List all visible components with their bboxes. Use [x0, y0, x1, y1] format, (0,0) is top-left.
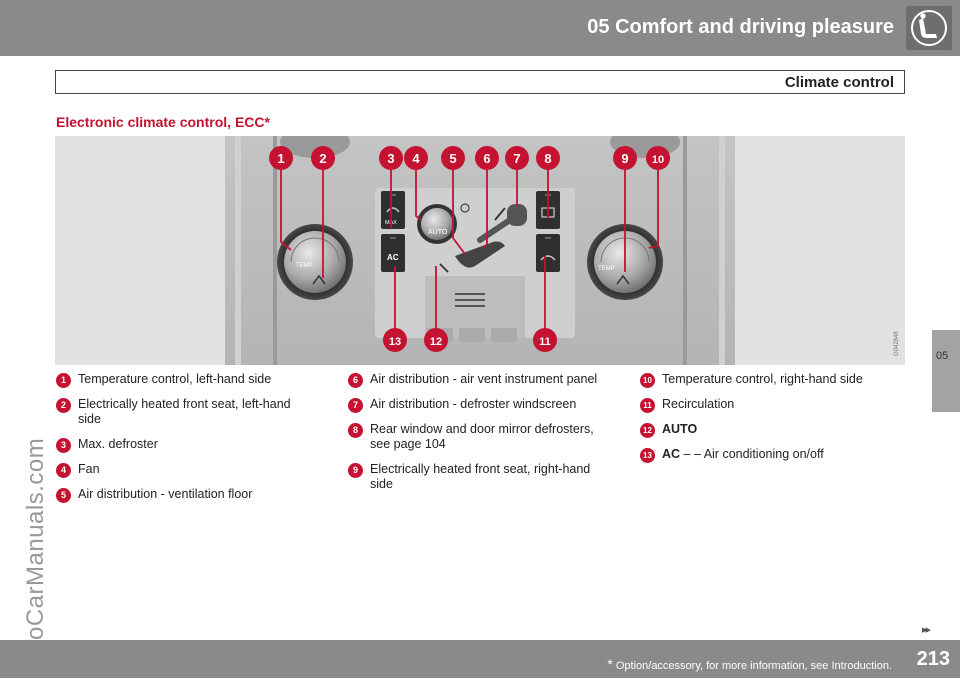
watermark: ProCarManuals.com	[22, 437, 49, 665]
temp-right-label: TEMP	[598, 266, 615, 272]
legend-text: Electrically heated front seat, left-han…	[78, 397, 291, 426]
legend-column-1: 1 Temperature control, left-hand side 2 El…	[56, 372, 316, 512]
chapter-side-tab: 05	[932, 330, 960, 412]
callout-1: 1	[277, 151, 284, 166]
seat-icon	[906, 6, 952, 50]
figure-code: G042848	[894, 331, 900, 356]
footnote: * Option/accessory, for more information…	[607, 656, 892, 672]
legend-text: Air distribution - air vent instrument p…	[370, 372, 598, 386]
legend-number: 8	[348, 423, 363, 438]
legend-number: 7	[348, 398, 363, 413]
legend-column-3: 10 Temperature control, right-hand side 1…	[640, 372, 880, 472]
legend-number: 12	[640, 423, 655, 438]
auto-label: AUTO	[428, 229, 448, 236]
legend-item: 11 Recirculation	[640, 397, 880, 413]
callout-13: 13	[389, 336, 401, 348]
callout-12: 12	[430, 336, 442, 348]
legend-bold-term: AUTO	[662, 422, 698, 436]
legend-number: 9	[348, 463, 363, 478]
section-title: Climate control	[784, 74, 894, 91]
ac-label: AC	[387, 253, 399, 262]
legend-item: 3 Max. defroster	[56, 437, 316, 453]
legend-text: Air distribution - defroster windscreen	[370, 397, 577, 411]
legend-number: 4	[56, 463, 71, 478]
page-number: 213	[916, 648, 950, 670]
legend-text: – – Air conditioning on/off	[680, 447, 824, 461]
callout-3: 3	[387, 151, 394, 166]
legend-text: Rear window and door mirror defrosters, …	[370, 422, 594, 451]
side-tab-label: 05	[936, 350, 949, 362]
footnote-text: Option/accessory, for more information, …	[612, 660, 892, 672]
legend-number: 2	[56, 398, 71, 413]
legend-column-2: 6 Air distribution - air vent instrument …	[348, 372, 608, 502]
legend-item: 2 Electrically heated front seat, left-ha…	[56, 397, 316, 427]
legend-text: Fan	[78, 462, 100, 476]
callout-2: 2	[319, 151, 326, 166]
legend-item: 10 Temperature control, right-hand side	[640, 372, 880, 388]
legend-text: Recirculation	[662, 397, 735, 411]
section-header: Climate control	[55, 70, 905, 94]
callout-9: 9	[621, 151, 628, 166]
legend-number: 3	[56, 438, 71, 453]
subheading: Electronic climate control, ECC*	[56, 114, 270, 130]
callout-6: 6	[483, 151, 490, 166]
legend-text: Max. defroster	[78, 437, 158, 451]
legend-item: 12 AUTO	[640, 422, 880, 438]
legend-text: Electrically heated front seat, right-ha…	[370, 462, 591, 491]
legend-number: 13	[640, 448, 655, 463]
legend-item: 4 Fan	[56, 462, 316, 478]
legend-number: 6	[348, 373, 363, 388]
chapter-header-bar: 05 Comfort and driving pleasure	[0, 0, 960, 56]
callout-5: 5	[449, 151, 456, 166]
footnote-star: *	[607, 656, 613, 672]
legend-item: 8 Rear window and door mirror defrosters,…	[348, 422, 608, 452]
legend-item: 7 Air distribution - defroster windscreen	[348, 397, 608, 413]
callout-10: 10	[652, 154, 664, 166]
legend-item: 9 Electrically heated front seat, right-h…	[348, 462, 608, 492]
page-footer: * Option/accessory, for more information…	[0, 640, 960, 678]
climate-panel-figure: AUTO AC MAX TEMP TEMP G042848 1 2	[55, 136, 905, 365]
legend-number: 10	[640, 373, 655, 388]
legend-text: Temperature control, left-hand side	[78, 372, 272, 386]
legend-item: 6 Air distribution - air vent instrument …	[348, 372, 608, 388]
legend-number: 5	[56, 488, 71, 503]
legend-item: 5 Air distribution - ventilation floor	[56, 487, 316, 503]
legend-number: 11	[640, 398, 655, 413]
legend-number: 1	[56, 373, 71, 388]
callout-4: 4	[412, 151, 420, 166]
legend-text: Temperature control, right-hand side	[662, 372, 863, 386]
callout-7: 7	[513, 151, 520, 166]
legend-item: 1 Temperature control, left-hand side	[56, 372, 316, 388]
legend-text: Air distribution - ventilation floor	[78, 487, 253, 501]
temp-left-label: TEMP	[296, 263, 313, 269]
next-page-arrow-icon: ▸▸	[922, 624, 931, 636]
chapter-title: 05 Comfort and driving pleasure	[587, 16, 894, 38]
callout-8: 8	[544, 151, 551, 166]
legend-item: 13 AC – – Air conditioning on/off	[640, 447, 880, 463]
legend-bold-term: AC	[662, 447, 681, 461]
callout-11: 11	[539, 336, 551, 348]
